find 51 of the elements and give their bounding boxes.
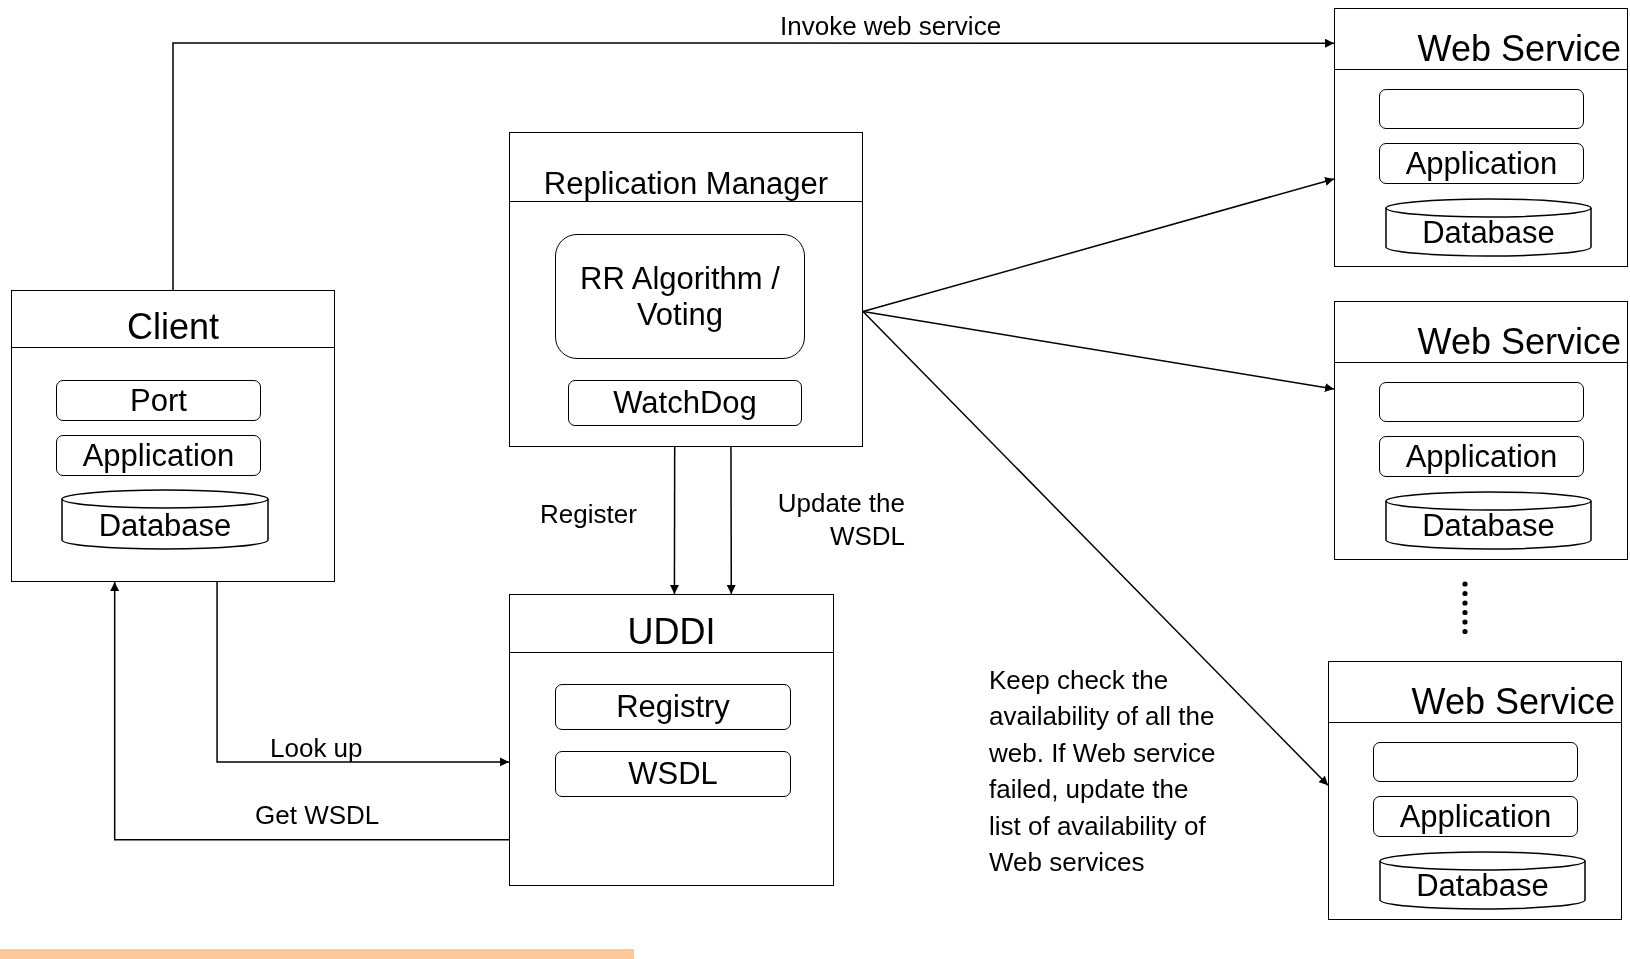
arrow xyxy=(862,177,1335,313)
arrow xyxy=(216,581,510,767)
component-label: WatchDog xyxy=(613,385,757,421)
box-title: Web Service xyxy=(1416,324,1622,362)
component-box xyxy=(509,132,863,447)
database-label: Database xyxy=(1416,870,1549,905)
component-label: Application xyxy=(82,437,235,474)
component-label: WSDL xyxy=(628,756,718,792)
arrow xyxy=(726,446,736,595)
component-label: Application xyxy=(1405,145,1558,182)
component-label: RR Algorithm / Voting xyxy=(579,260,781,333)
database-label: Database xyxy=(98,510,232,545)
component-label: Port xyxy=(130,382,187,419)
component-box xyxy=(1379,143,1584,184)
component-box xyxy=(555,684,791,730)
process-box xyxy=(555,234,805,359)
edge-label: Register xyxy=(540,498,638,531)
component-box xyxy=(1334,8,1628,267)
edge-label: Invoke web service xyxy=(780,10,1003,43)
component-box xyxy=(555,751,791,797)
arrow xyxy=(172,38,1335,291)
box-title: Web Service xyxy=(1410,684,1616,722)
component-box xyxy=(1334,301,1628,560)
arrow xyxy=(862,310,1329,787)
rounded-box xyxy=(1379,382,1584,422)
edge-label: Get WSDL xyxy=(255,799,381,832)
component-box xyxy=(1328,661,1622,920)
rounded-box xyxy=(1373,742,1578,782)
rounded-box xyxy=(1379,89,1584,129)
database-label: Database xyxy=(1422,217,1555,252)
component-label: Application xyxy=(1399,798,1552,835)
component-box xyxy=(509,594,834,886)
box-title: Client xyxy=(125,309,220,347)
database-label: Database xyxy=(1422,510,1555,545)
component-box xyxy=(1379,436,1584,477)
component-box xyxy=(568,380,802,426)
component-label: Registry xyxy=(616,689,730,725)
arrow xyxy=(110,581,510,841)
component-box xyxy=(56,380,261,421)
arrow xyxy=(669,446,679,595)
edge-label: Update the WSDL xyxy=(776,487,905,552)
component-box xyxy=(56,435,261,476)
component-box xyxy=(11,290,335,582)
edge-label: Look up xyxy=(270,732,364,765)
box-title: Web Service xyxy=(1416,31,1622,69)
box-title: UDDI xyxy=(626,614,717,652)
component-label: Application xyxy=(1405,438,1558,475)
box-title: Replication Manager xyxy=(542,168,830,201)
component-box xyxy=(1373,796,1578,837)
note-text: Keep check the availability of all the web. If Web service failed, update the list of availability of Web services xyxy=(989,664,1217,879)
arrow xyxy=(862,310,1335,393)
